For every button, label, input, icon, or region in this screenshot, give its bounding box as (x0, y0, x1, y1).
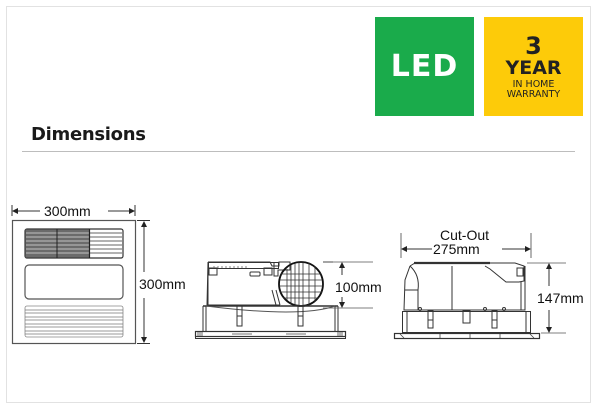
end-view-drawing (393, 233, 566, 340)
section-title: Dimensions (31, 124, 146, 145)
cutout-width-label: 275mm (433, 241, 480, 257)
end-height-label: 147mm (537, 290, 584, 306)
duct-diameter-label: 100mm (335, 279, 382, 295)
warranty-badge: 3 YEAR IN HOME WARRANTY (484, 17, 583, 116)
front-view-drawing (11, 205, 150, 345)
led-badge: LED (375, 17, 474, 116)
front-width-label: 300mm (44, 203, 91, 219)
front-height-label: 300mm (139, 276, 186, 292)
warranty-line1: IN HOME (512, 78, 555, 90)
section-divider (22, 151, 575, 152)
led-badge-label: LED (390, 49, 459, 84)
warranty-years: 3 (525, 31, 542, 60)
side-view-drawing (194, 261, 373, 339)
warranty-line2: WARRANTY (506, 89, 561, 100)
page-frame (6, 6, 591, 403)
cutout-title-label: Cut-Out (440, 227, 490, 243)
warranty-unit: YEAR (505, 56, 562, 79)
